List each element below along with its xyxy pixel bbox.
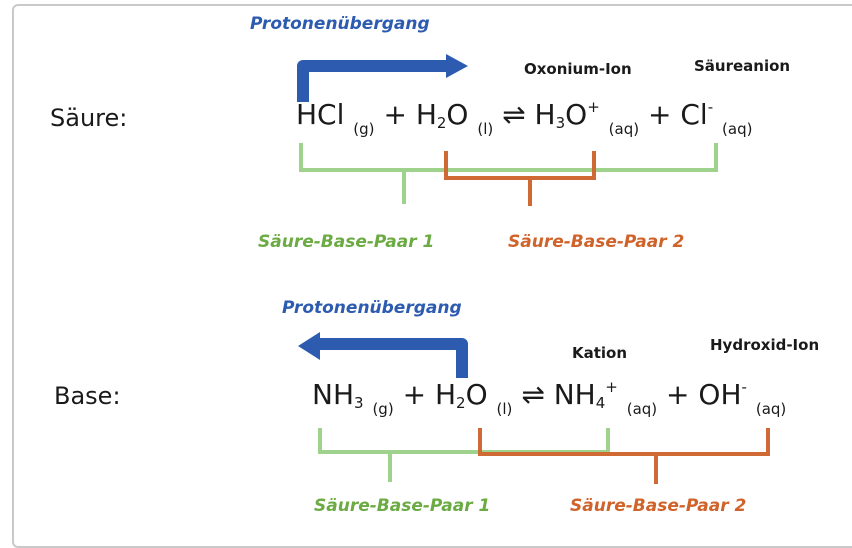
- acid-pair1-bracket: [299, 143, 718, 204]
- nh3-formula: NH3: [312, 378, 364, 412]
- acid-plus-1: +: [383, 98, 407, 131]
- base-hydroxid-annotation: Hydroxid-Ion: [710, 336, 820, 354]
- h3o-phase: (aq): [608, 120, 640, 138]
- base-plus-1: +: [402, 378, 427, 411]
- acid-pair2-bracket: [444, 151, 596, 206]
- cl-formula: Cl-: [680, 98, 714, 131]
- h3o-formula: H3O+: [534, 98, 600, 132]
- nh3-phase: (g): [372, 400, 394, 418]
- acid-pair2-label: Säure-Base-Paar 2: [508, 232, 685, 252]
- acid-oxonium-annotation: Oxonium-Ion: [524, 60, 632, 78]
- oh-formula: OH-: [698, 378, 747, 411]
- acid-transfer-arrowhead: [446, 54, 468, 78]
- base-kation-annotation: Kation: [572, 344, 628, 362]
- base-equation: NH3 (g) + H2O (l) ⇌ NH4+ (aq) + OH- (aq): [312, 378, 786, 418]
- base-h2o-phase: (l): [496, 400, 513, 418]
- equilibrium-arrow: ⇌: [502, 98, 526, 131]
- base-pair1-label: Säure-Base-Paar 1: [314, 496, 491, 516]
- base-transfer-arrowhead: [298, 332, 320, 360]
- h2o-phase: (l): [477, 120, 494, 138]
- nh4-formula: NH4+: [553, 378, 618, 412]
- slide-frame: [12, 4, 852, 548]
- base-pair2-label: Säure-Base-Paar 2: [570, 496, 747, 516]
- hcl-formula: HCl: [296, 98, 345, 131]
- base-plus-2: +: [666, 378, 690, 411]
- base-h2o-formula: H2O: [434, 378, 488, 412]
- base-transfer-label: Protonenübergang: [282, 298, 462, 318]
- acid-anion-annotation: Säureanion: [694, 57, 791, 75]
- base-row-label: Base:: [54, 382, 121, 410]
- acid-plus-2: +: [648, 98, 672, 131]
- hcl-phase: (g): [353, 120, 375, 138]
- h2o-formula: H2O: [415, 98, 469, 132]
- acid-transfer-label: Protonenübergang: [250, 14, 430, 34]
- acid-equation: HCl (g) + H2O (l) ⇌ H3O+ (aq) + Cl- (aq): [296, 98, 752, 138]
- oh-phase: (aq): [755, 400, 787, 418]
- base-transfer-arrow: [318, 338, 468, 378]
- acid-row-label: Säure:: [50, 104, 128, 132]
- base-pair1-bracket: [318, 428, 610, 482]
- acid-pair1-label: Säure-Base-Paar 1: [258, 232, 435, 252]
- nh4-phase: (aq): [626, 400, 658, 418]
- diagram-graphics: [297, 54, 770, 484]
- base-pair2-bracket: [478, 428, 770, 484]
- acid-transfer-arrow: [297, 60, 447, 102]
- cl-phase: (aq): [722, 120, 753, 138]
- base-equilibrium-arrow: ⇌: [521, 378, 545, 411]
